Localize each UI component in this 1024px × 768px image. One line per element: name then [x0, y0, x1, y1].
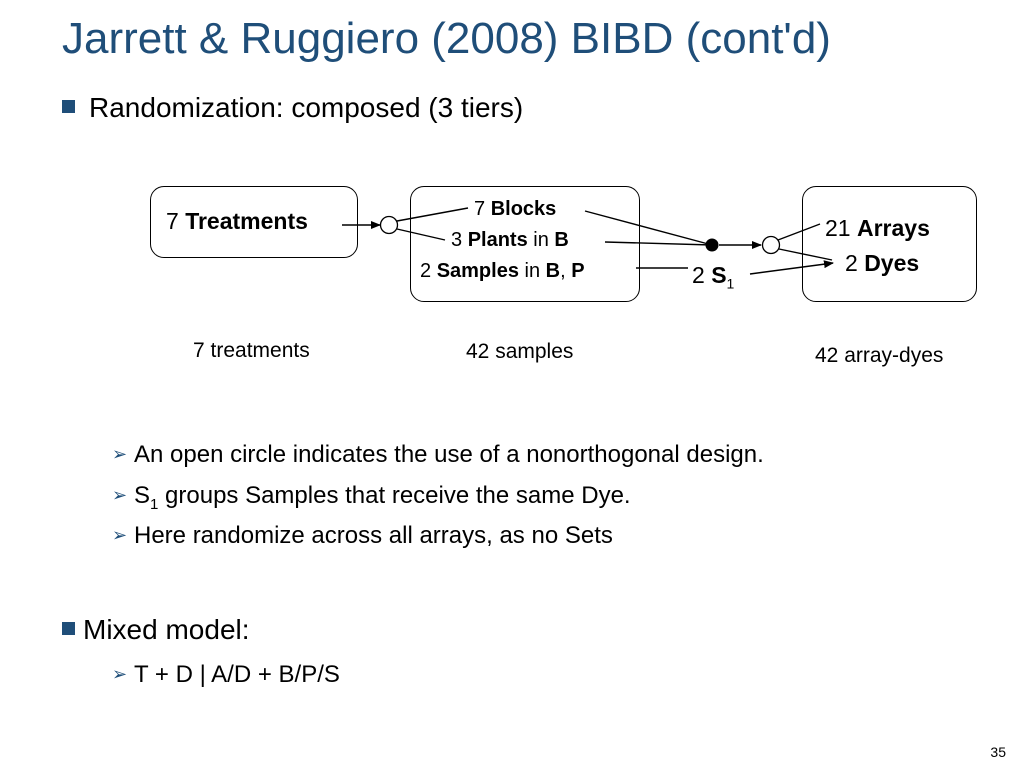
square-bullet-icon [62, 622, 75, 636]
arrow-s1-to-dyes [749, 260, 834, 275]
sub-bullet-model: ➢ T + D | A/D + B/P/S [112, 661, 340, 689]
arrow-bullet-icon: ➢ [112, 664, 128, 684]
page-title: Jarrett & Ruggiero (2008) BIBD (cont'd) [62, 14, 831, 63]
arrays-box [802, 186, 977, 302]
blocks-count: 7 [474, 198, 486, 220]
treatments-count: 7 [166, 208, 179, 234]
samples-name: Samples [436, 260, 519, 282]
line-circle-to-arrays [777, 223, 821, 241]
sub-bullet-s1: ➢ S1 groups Samples that receive the same… [112, 482, 631, 513]
samples-b: B [545, 260, 561, 282]
s1-term: 2 S1 [692, 262, 734, 292]
square-bullet-icon [62, 100, 75, 114]
dyes-count: 2 [845, 250, 858, 276]
dyes-term: 2 Dyes [845, 250, 919, 277]
arrow-bullet-icon: ➢ [112, 444, 128, 464]
samples-term: 2 Samples in B, P [420, 260, 585, 283]
line-plants-to-dot [604, 241, 713, 246]
arrow-bullet-icon: ➢ [112, 525, 128, 545]
label-7-treatments: 7 treatments [193, 339, 310, 362]
line-circle-to-dyes [778, 248, 833, 261]
label-42-array-dyes: 42 array-dyes [815, 344, 944, 367]
samples-count: 2 [420, 260, 432, 282]
treatments-box [150, 186, 358, 258]
filled-dot-icon [705, 238, 719, 252]
arrow-bullet-icon: ➢ [112, 485, 128, 505]
bullet-text: Mixed model: [83, 614, 250, 645]
arrays-term: 21 Arrays [825, 215, 930, 242]
line-circle-to-blocks [396, 207, 469, 222]
open-circle-2-icon [761, 235, 781, 255]
arrays-count: 21 [825, 215, 851, 241]
line-circle-to-plants [396, 228, 446, 241]
sub-bullet-text: Here randomize across all arrays, as no … [134, 522, 613, 549]
open-circle-1-icon [379, 215, 399, 235]
plants-b: B [554, 229, 569, 251]
bullet-text: Randomization: composed (3 tiers) [89, 92, 524, 123]
s1-count: 2 [692, 262, 705, 288]
samples-in: in [524, 260, 541, 282]
plants-term: 3 Plants in B [451, 229, 569, 252]
bullet-randomization: Randomization: composed (3 tiers) [62, 92, 523, 124]
s1-subscript: 1 [726, 275, 735, 292]
sub-bullet-text: groups Samples that receive the same Dye… [158, 482, 631, 509]
plants-in: in [533, 229, 549, 251]
dyes-name: Dyes [864, 250, 920, 276]
s1-name: S [711, 262, 727, 288]
plants-count: 3 [451, 229, 463, 251]
treatments-term: 7 Treatments [166, 208, 308, 235]
sub-bullet-randomize: ➢ Here randomize across all arrays, as no… [112, 522, 613, 550]
plants-name: Plants [467, 229, 528, 251]
bullet-mixed-model: Mixed model: [62, 614, 250, 646]
line-blocks-to-dot [584, 210, 713, 246]
model-formula: T + D | A/D + B/P/S [134, 661, 340, 688]
treatments-name: Treatments [185, 208, 308, 234]
sub-bullet-subscript: 1 [150, 495, 159, 513]
page-number: 35 [990, 744, 1006, 760]
samples-comma: , [560, 260, 566, 282]
blocks-name: Blocks [490, 198, 557, 220]
samples-box [410, 186, 640, 302]
samples-p: P [571, 260, 585, 282]
blocks-term: 7 Blocks [474, 198, 556, 221]
sub-bullet-s: S [134, 482, 151, 509]
label-42-samples: 42 samples [466, 340, 574, 363]
sub-bullet-open-circle: ➢ An open circle indicates the use of a n… [112, 441, 764, 469]
sub-bullet-text: An open circle indicates the use of a no… [134, 441, 764, 468]
arrays-name: Arrays [856, 215, 930, 241]
